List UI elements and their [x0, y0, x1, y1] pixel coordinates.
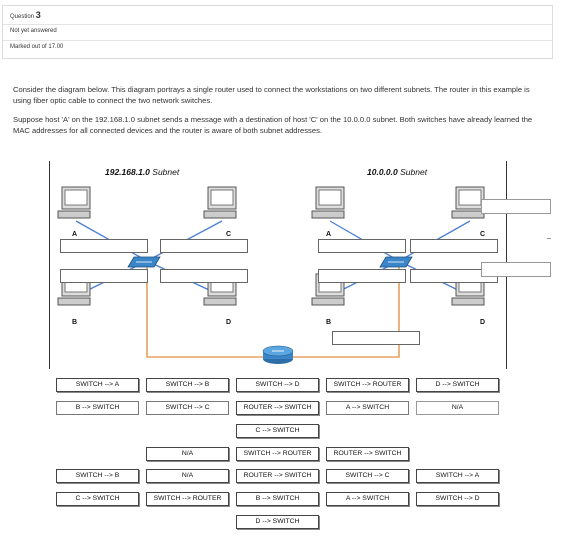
answer-tile[interactable]: SWITCH --> B — [146, 378, 229, 392]
answer-tile[interactable]: SWITCH --> ROUTER — [236, 447, 319, 461]
drop-zone[interactable] — [410, 239, 498, 253]
host-label-d-right: D — [480, 319, 486, 326]
drop-zone[interactable] — [60, 269, 148, 283]
host-label-d-left: D — [226, 319, 232, 326]
drop-zone[interactable] — [318, 269, 406, 283]
question-number: Question 3 — [10, 10, 41, 20]
answer-tile[interactable]: SWITCH --> D — [416, 492, 499, 506]
router-icon — [262, 345, 294, 364]
computer-icon-a-right — [311, 186, 345, 219]
answer-tile[interactable]: D --> SWITCH — [236, 515, 319, 529]
computer-icon-c-left — [203, 186, 237, 219]
answer-tile[interactable]: SWITCH --> ROUTER — [326, 378, 409, 392]
fiber-cable-left — [146, 265, 264, 358]
drop-zone[interactable] — [160, 239, 248, 253]
answer-tile[interactable]: SWITCH --> C — [146, 401, 229, 415]
answer-tile[interactable]: SWITCH --> A — [416, 469, 499, 483]
question-status: Not yet answered — [10, 28, 57, 34]
switch-icon-right — [379, 256, 413, 268]
answer-tile[interactable]: D --> SWITCH — [416, 378, 499, 392]
answer-tile[interactable]: SWITCH --> C — [326, 469, 409, 483]
answer-tile[interactable]: SWITCH --> A — [56, 378, 139, 392]
drop-zone[interactable] — [318, 239, 406, 253]
host-label-c-right: C — [480, 231, 486, 238]
answer-tile[interactable]: ROUTER --> SWITCH — [236, 401, 319, 415]
question-marks: Marked out of 17.00 — [10, 44, 64, 50]
drop-zone[interactable] — [332, 331, 420, 345]
answer-tile[interactable]: C --> SWITCH — [236, 424, 319, 438]
answer-tile[interactable]: N/A — [146, 469, 229, 483]
drop-zone[interactable] — [481, 199, 551, 214]
network-diagram-drawing — [57, 186, 485, 364]
answer-tile[interactable]: N/A — [146, 447, 229, 461]
host-label-a-right: A — [326, 231, 332, 238]
host-label-b-left: B — [72, 319, 78, 326]
answer-tile[interactable]: N/A — [416, 401, 499, 415]
answer-tile[interactable]: C --> SWITCH — [56, 492, 139, 506]
computer-icon-c-right — [451, 186, 485, 219]
question-paragraph-2: Suppose host 'A' on the 192.168.1.0 subn… — [13, 115, 533, 135]
left-subnet-label: 192.168.1.0 Subnet — [105, 167, 180, 177]
answer-tile[interactable]: SWITCH --> ROUTER — [146, 492, 229, 506]
answer-tile[interactable]: ROUTER --> SWITCH — [326, 447, 409, 461]
scroll-marker — [547, 238, 551, 239]
answer-tile[interactable]: A --> SWITCH — [326, 401, 409, 415]
right-subnet-label: 10.0.0.0 Subnet — [367, 167, 428, 177]
answer-tile[interactable]: A --> SWITCH — [326, 492, 409, 506]
host-label-a-left: A — [72, 231, 78, 238]
switch-icon-left — [127, 256, 161, 268]
question-paragraph-1: Consider the diagram below. This diagram… — [13, 85, 530, 105]
host-label-c-left: C — [226, 231, 232, 238]
drop-zone[interactable] — [60, 239, 148, 253]
fiber-cable-right — [292, 265, 400, 358]
computer-icon-a-left — [57, 186, 91, 219]
answer-tile[interactable]: SWITCH --> D — [236, 378, 319, 392]
answer-tile[interactable]: B --> SWITCH — [236, 492, 319, 506]
question-info-panel: Question 3 Not yet answered Marked out o… — [2, 5, 553, 59]
answer-tile[interactable]: ROUTER --> SWITCH — [236, 469, 319, 483]
answer-tile[interactable]: B --> SWITCH — [56, 401, 139, 415]
drop-zone[interactable] — [481, 262, 551, 277]
drop-zone[interactable] — [160, 269, 248, 283]
network-diagram: 192.168.1.0 Subnet 10.0.0.0 Subnet A C B… — [49, 161, 507, 369]
answer-tile[interactable]: SWITCH --> B — [56, 469, 139, 483]
host-label-b-right: B — [326, 319, 332, 326]
